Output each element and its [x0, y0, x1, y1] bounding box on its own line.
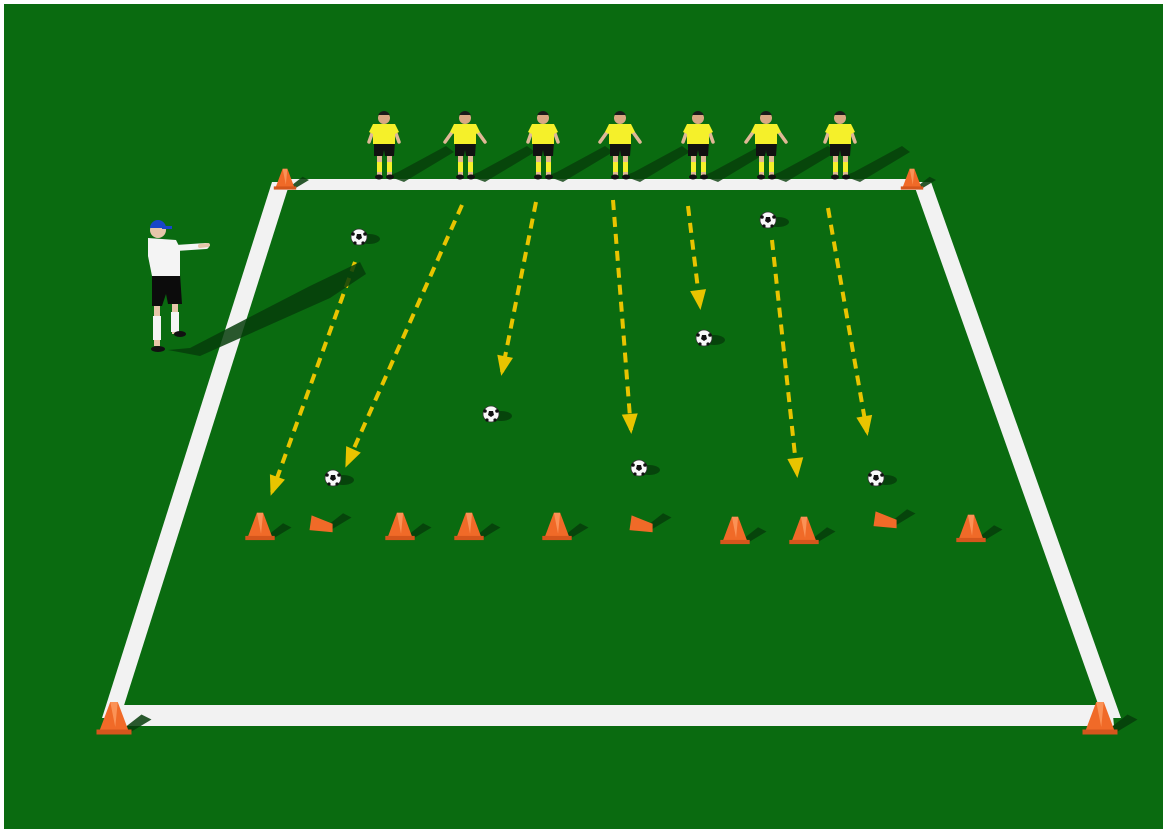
player-sock-left [613, 162, 618, 172]
ball-patch [337, 473, 341, 477]
ball-patch [327, 482, 330, 485]
ball-patch [696, 333, 700, 337]
player-sock-right [546, 162, 551, 172]
ball-patch [772, 215, 776, 219]
ball-patch [878, 482, 881, 485]
player-sock-left [377, 162, 382, 172]
cone-base [245, 536, 274, 540]
player-boot-left [456, 175, 464, 180]
ball-patch [880, 473, 884, 477]
player-boot-right [622, 175, 630, 180]
ball-patch [868, 473, 872, 477]
ball-patch [870, 482, 873, 485]
ball-patch [706, 342, 709, 345]
player-sock-right [468, 162, 473, 172]
ball-patch [483, 409, 487, 413]
cone-base [385, 536, 414, 540]
player-sock-right [701, 162, 706, 172]
player-boot-left [689, 175, 697, 180]
boundary-top-line [282, 179, 920, 190]
coach-cap-brim [162, 226, 172, 229]
player-boot-right [700, 175, 708, 180]
player-shirt [605, 124, 635, 144]
ball-patch [641, 472, 644, 475]
coach-sock-right [171, 312, 179, 332]
ball-patch [351, 232, 355, 236]
coach-boot-right [174, 331, 186, 337]
player-boot-right [768, 175, 776, 180]
player-sock-left [833, 162, 838, 172]
player-shirt [450, 124, 480, 144]
player-boot-left [831, 175, 839, 180]
coach-sock-left [153, 316, 161, 340]
cone-base [542, 536, 571, 540]
player-boot-right [842, 175, 850, 180]
ball-patch [353, 241, 356, 244]
player-sock-right [387, 162, 392, 172]
ball-patch [698, 342, 701, 345]
ball-patch [631, 463, 635, 467]
cone-base [901, 186, 923, 189]
player-sock-left [536, 162, 541, 172]
ball-patch [493, 418, 496, 421]
ball-patch [325, 473, 329, 477]
cone-base [97, 730, 132, 735]
player-sock-left [691, 162, 696, 172]
player-shirt [825, 124, 855, 144]
player-boot-left [375, 175, 383, 180]
ball-patch [485, 418, 488, 421]
ball-patch [760, 215, 764, 219]
player-boot-left [757, 175, 765, 180]
player-boot-left [534, 175, 542, 180]
ball-patch [770, 224, 773, 227]
cone-base [956, 538, 985, 542]
player-shirt [683, 124, 713, 144]
cone-base [274, 186, 296, 189]
ball-patch [633, 472, 636, 475]
cone-base [1083, 730, 1118, 735]
player-boot-right [386, 175, 394, 180]
coach-boot-left [151, 346, 165, 352]
cone-base [720, 540, 749, 544]
player-sock-right [623, 162, 628, 172]
boundary-bottom-line [106, 705, 1114, 726]
player-sock-right [843, 162, 848, 172]
player-boot-right [467, 175, 475, 180]
player-boot-left [611, 175, 619, 180]
coach-hand [200, 245, 208, 246]
ball-patch [361, 241, 364, 244]
ball-patch [643, 463, 647, 467]
player-shirt [369, 124, 399, 144]
player-sock-right [769, 162, 774, 172]
ball-patch [708, 333, 712, 337]
cone-base [789, 540, 818, 544]
cone-base [454, 536, 483, 540]
player-shirt [751, 124, 781, 144]
player-shirt [528, 124, 558, 144]
player-sock-left [458, 162, 463, 172]
player-boot-right [545, 175, 553, 180]
coach-shirt [148, 238, 180, 276]
player-sock-left [759, 162, 764, 172]
ball-patch [762, 224, 765, 227]
ball-patch [335, 482, 338, 485]
ball-patch [495, 409, 499, 413]
ball-patch [363, 232, 367, 236]
